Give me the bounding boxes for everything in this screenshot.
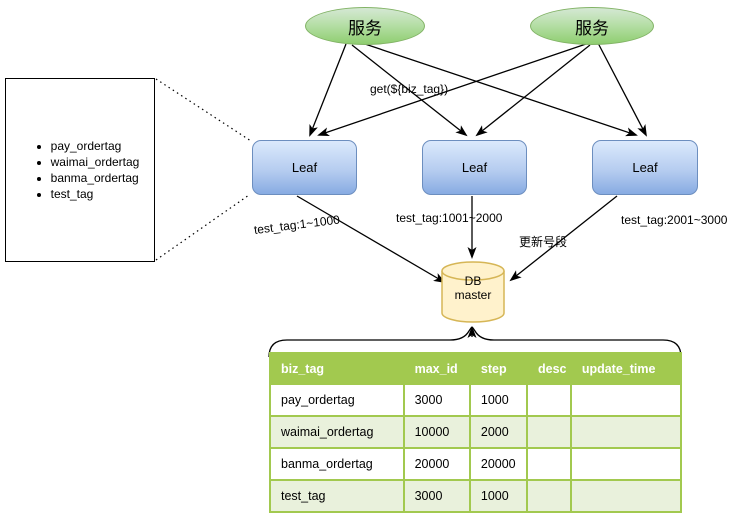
cell — [569, 447, 683, 481]
edge-service2-leaf2 — [475, 44, 591, 137]
edge-leaf3-db — [509, 195, 618, 282]
leaf-label: Leaf — [461, 160, 488, 175]
service-node-1: 服务 — [305, 7, 425, 45]
edge-service1-leaf2 — [351, 44, 468, 137]
cell — [525, 415, 572, 449]
cell: waimai_ordertag — [269, 415, 405, 449]
biz-tag-item: waimai_ordertag — [51, 154, 140, 170]
service-label: 服务 — [575, 18, 609, 38]
segment-table: biz_tag max_id step desc update_time pay… — [269, 352, 683, 513]
cell — [525, 383, 572, 417]
cell: 10000 — [402, 415, 471, 449]
col-header-desc: desc — [525, 352, 572, 385]
cell — [569, 415, 683, 449]
col-header-biz-tag: biz_tag — [269, 352, 405, 385]
cell: 3000 — [402, 479, 471, 513]
table-row: waimai_ordertag 10000 2000 — [269, 415, 683, 449]
col-header-update-time: update_time — [569, 352, 683, 385]
edge-label-leaf3-range: test_tag:2001~3000 — [621, 213, 728, 227]
edge-label-leaf2-range: test_tag:1001~2000 — [396, 211, 503, 225]
cell: 2000 — [468, 415, 528, 449]
edge-service1-leaf1 — [309, 43, 347, 137]
table-header-row: biz_tag max_id step desc update_time — [269, 352, 683, 385]
callout-dotted-top — [155, 78, 252, 142]
biz-tag-list-box: pay_ordertag waimai_ordertag banma_order… — [5, 78, 155, 262]
cell — [525, 479, 572, 513]
cell: 20000 — [402, 447, 471, 481]
leaf-label: Leaf — [291, 160, 318, 175]
biz-tag-item: test_tag — [51, 186, 140, 202]
db-label-line1: DB — [464, 274, 482, 288]
cell: test_tag — [269, 479, 405, 513]
biz-tag-item: banma_ordertag — [51, 170, 140, 186]
edge-service2-leaf1 — [317, 43, 587, 137]
leaf-node-1: Leaf — [252, 140, 357, 195]
leaf-label: Leaf — [632, 160, 658, 175]
col-header-step: step — [468, 352, 528, 385]
db-label-line2: master — [454, 288, 492, 302]
edge-service2-leaf3 — [597, 42, 647, 137]
db-master-label: DB master — [441, 274, 505, 302]
leaf-node-2: Leaf — [422, 140, 527, 195]
cell: pay_ordertag — [269, 383, 405, 417]
service-node-2: 服务 — [530, 7, 654, 45]
callout-dotted-bottom — [155, 194, 250, 261]
service-label: 服务 — [348, 18, 382, 38]
table-row: banma_ordertag 20000 20000 — [269, 447, 683, 481]
edge-leaf1-db — [296, 195, 446, 284]
cell: 1000 — [468, 479, 528, 513]
cell — [569, 383, 683, 417]
leaf-node-3: Leaf — [592, 140, 698, 195]
table-row: pay_ordertag 3000 1000 — [269, 383, 683, 417]
cell — [525, 447, 572, 481]
biz-tag-item: pay_ordertag — [51, 138, 140, 154]
edge-service1-leaf3 — [361, 42, 638, 137]
edge-label-get-call: get(${biz_tag}) — [370, 82, 449, 96]
biz-tag-list: pay_ordertag waimai_ordertag banma_order… — [21, 138, 140, 202]
cell: 1000 — [468, 383, 528, 417]
db-master-cylinder — [441, 261, 505, 325]
cell: 20000 — [468, 447, 528, 481]
table-row: test_tag 3000 1000 — [269, 479, 683, 513]
cell: banma_ordertag — [269, 447, 405, 481]
edge-label-update-segment: 更新号段 — [519, 235, 568, 249]
col-header-max-id: max_id — [402, 352, 471, 385]
cell: 3000 — [402, 383, 471, 417]
cell — [569, 479, 683, 513]
